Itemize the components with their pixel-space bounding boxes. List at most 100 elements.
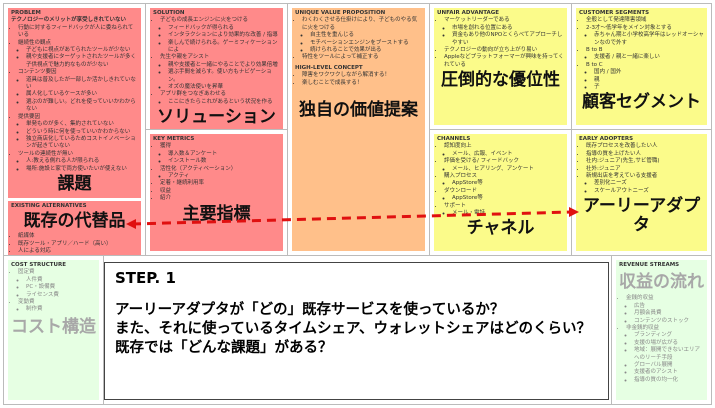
list-item: 楽しんで続けられる。ゲーミフィケーションによ xyxy=(168,40,280,55)
list-item: グローバル展開 xyxy=(634,362,704,369)
list-item: 制作費 xyxy=(26,306,96,313)
list-item: ツールの連続性が無い xyxy=(18,151,138,158)
list-item: 2-3才〜低学年をメイン対象とする xyxy=(586,25,704,32)
alternatives-section: EXISTING ALTERNATIVES 既存の代替品 紙媒体既存ツール・アプ… xyxy=(8,200,141,255)
bullet-list: 行動に対するフィードバックが人に委ねられている継続性の観点子どもに視点があてられ… xyxy=(11,25,138,173)
bullet-list: 全般として発達障害領域2-3才〜低学年をメイン対象とする赤ちゃん期と小学校高学年… xyxy=(579,17,704,91)
list-item: 独立商店化しているためコストイノベーションが起きていない xyxy=(26,136,138,151)
list-item: 親 xyxy=(594,77,704,84)
question-1: アーリーアダプタが「どの」既存サービスを使っているか？ xyxy=(115,302,505,318)
list-item: わくわくさせる仕掛けにより、子どものやる気に火をつける xyxy=(302,17,422,32)
list-item: 選ぶ手間を減らす。使い方もナビゲーション。 xyxy=(168,69,280,84)
list-item: フィードバックが得られる xyxy=(168,25,280,32)
hlc-title: HIGH-LEVEL CONCEPT xyxy=(295,64,363,71)
list-item: どういう時に何を使っていいかわからない xyxy=(26,129,138,136)
list-item: 道具は普及したが一部しか活かしきれていない xyxy=(26,77,138,92)
list-item: 指導の質を上げたい人 xyxy=(586,151,704,158)
unfair-label: 圧倒的な優位性 xyxy=(441,70,560,91)
list-item: 続けられることで効果が出る xyxy=(310,47,422,54)
unfair-section: UNFAIR ADVANTAGE マーケットリーダーである市場を創れる位置にある… xyxy=(434,8,567,125)
list-item: 自主性を重んじる xyxy=(310,32,422,39)
problem-section: PROBLEM テクノロジーのメリットが享受しきれていない 行動に対するフィード… xyxy=(8,8,141,198)
alternatives-label: 既存の代替品 xyxy=(23,211,126,232)
list-item: 社内:ジュニア(先生,サビ管職) xyxy=(586,158,704,165)
list-item: 支援者 / 親と一緒に楽しい xyxy=(594,54,704,61)
list-item: メール、ヒアリング、アンケート xyxy=(452,166,564,173)
problem-label: 課題 xyxy=(57,173,92,194)
segments-title: CUSTOMER SEGMENTS xyxy=(579,10,650,16)
list-item: 人:教える側れる人が限られる xyxy=(26,158,138,165)
uvp-title: UNIQUE VALUE PROPOSITION xyxy=(295,10,386,16)
list-item: アクティ xyxy=(168,173,280,180)
list-item: 先生や親をアシスト xyxy=(160,54,280,61)
cost-label: コスト構造 xyxy=(11,316,96,337)
list-item: メール・電話 xyxy=(452,210,564,217)
question-3: 既存では「どんな課題」がある？ xyxy=(115,340,333,356)
list-item: コンテンツのストック xyxy=(634,318,704,325)
bullet-list: 障害をワクワクしながら解消する！楽しむことで成長する！ xyxy=(295,72,422,87)
list-item: 新規出店を考えている支援者 xyxy=(586,173,704,180)
bullet-list: 認知度向上メール、広報、イベント評価を受ける/ フィードバックメール、ヒアリング… xyxy=(437,143,564,217)
list-item: 導入数＆アンケート xyxy=(168,151,280,158)
uvp-section: UNIQUE VALUE PROPOSITION わくわくさせる仕掛けにより、子… xyxy=(292,8,425,251)
list-item: オズの魔法使いを昇華 xyxy=(168,84,280,91)
list-item: ダウンロード xyxy=(444,188,564,195)
problem-title: PROBLEM xyxy=(11,10,41,16)
list-item: 指導の質の均一化 xyxy=(634,377,704,384)
list-item: 金銭的収益 xyxy=(626,295,704,302)
list-item: モチベーションエンジンをブーストする xyxy=(310,40,422,47)
cost-cell: COST STRUCTURE 固定費人件費PC・設備費ライセンス費変動費制作費 … xyxy=(3,255,104,405)
list-item: B to B xyxy=(586,47,704,54)
channels-label: チャネル xyxy=(466,218,535,239)
list-item: 親や支援者にターゲットされたツールが多く子供視点で魅力的なものが少ない xyxy=(26,54,138,69)
list-item: 獲得 xyxy=(160,143,280,150)
list-item: 選ぶのが難しい。どれを使っていいかわからない xyxy=(26,99,138,114)
alternatives-title: EXISTING ALTERNATIVES xyxy=(11,202,87,209)
solution-label: ソリューション xyxy=(157,107,276,128)
list-item: 差別化ニーズ xyxy=(594,180,704,187)
bullet-list: 金銭的収益広告月額会員費コンテンツのストック非金銭的収益ブランディング支援の場が… xyxy=(619,295,704,384)
segments-cell: CUSTOMER SEGMENTS 全般として発達障害領域2-3才〜低学年をメイ… xyxy=(571,3,712,130)
list-item: 地域：展開できないエリアへのリーチ手段 xyxy=(634,347,704,362)
list-item: ここにきたらこれがあるという状況を作る xyxy=(168,99,280,106)
adopters-label: アーリーアダプタ xyxy=(582,196,701,236)
list-item: 国内 / 国外 xyxy=(594,69,704,76)
revenue-title: REVENUE STREAMS xyxy=(619,262,680,268)
list-item: 継続性の観点 xyxy=(18,40,138,47)
bullet-list: わくわくさせる仕掛けにより、子どものやる気に火をつける自主性を重んじるモチベーシ… xyxy=(295,17,422,61)
revenue-section: REVENUE STREAMS 収益の流れ 金銭的収益広告月額会員費コンテンツの… xyxy=(616,260,707,400)
uvp-cell: UNIQUE VALUE PROPOSITION わくわくさせる仕掛けにより、子… xyxy=(287,3,430,256)
list-item: 収益 xyxy=(160,188,280,195)
bullet-list: 既存プロセスを改善したい人指導の質を上げたい人社内:ジュニア(先生,サビ管職)社… xyxy=(579,143,704,195)
list-item: 社外:ジュニア xyxy=(586,166,704,173)
bullet-list: 紙媒体既存ツール・アプリ／ハード（高い）人による対応 xyxy=(11,233,138,255)
problem-subtitle: テクノロジーのメリットが享受しきれていない xyxy=(11,17,127,24)
list-item: 楽しむことで成長する！ xyxy=(302,80,422,87)
segments-section: CUSTOMER SEGMENTS 全般として発達障害領域2-3才〜低学年をメイ… xyxy=(576,8,707,125)
bullet-list: 獲得導入数＆アンケートインストール数活性化（アクティベーション）アクティ定着・継… xyxy=(153,143,280,202)
list-item: 提供要因 xyxy=(18,114,138,121)
channels-section: CHANNELS 認知度向上メール、広報、イベント評価を受ける/ フィードバック… xyxy=(434,134,567,251)
bullet-list: 子どもの成長エンジンに火をつけるフィードバックが得られるインタラクションにより効… xyxy=(153,17,280,106)
list-item: 活性化（アクティベーション） xyxy=(160,166,280,173)
list-item: 支援の場が広がる xyxy=(634,340,704,347)
list-item: 属人化しているケースが多い xyxy=(26,91,138,98)
problem-cell: PROBLEM テクノロジーのメリットが享受しきれていない 行動に対するフィード… xyxy=(3,3,146,256)
list-item: 定着・継続利用率 xyxy=(160,180,280,187)
list-item: 資金もあり他のNPOとくらべてアプローチしやすい xyxy=(452,32,564,47)
list-item: テクノロジーの動向が立ち上がり易い xyxy=(444,47,564,54)
list-item: 紙媒体 xyxy=(18,233,138,240)
uvp-label: 独自の価値提案 xyxy=(299,100,418,121)
question-2: また、それに使っているタイムシェア、ウォレットシェアはどのくらい？ xyxy=(115,321,592,337)
list-item: AppStore等 xyxy=(452,195,564,202)
unfair-title: UNFAIR ADVANTAGE xyxy=(437,10,500,16)
list-item: 子 xyxy=(594,84,704,91)
list-item: 既存プロセスを改善したい人 xyxy=(586,143,704,150)
list-item: 購入プロセス xyxy=(444,173,564,180)
list-item: 認知度向上 xyxy=(444,143,564,150)
metrics-cell: KEY METRICS 獲得導入数＆アンケートインストール数活性化（アクティベー… xyxy=(145,129,288,256)
list-item: インストール数 xyxy=(168,158,280,165)
segments-label: 顧客セグメント xyxy=(582,92,701,113)
list-item: マーケットリーダーである xyxy=(444,17,564,24)
